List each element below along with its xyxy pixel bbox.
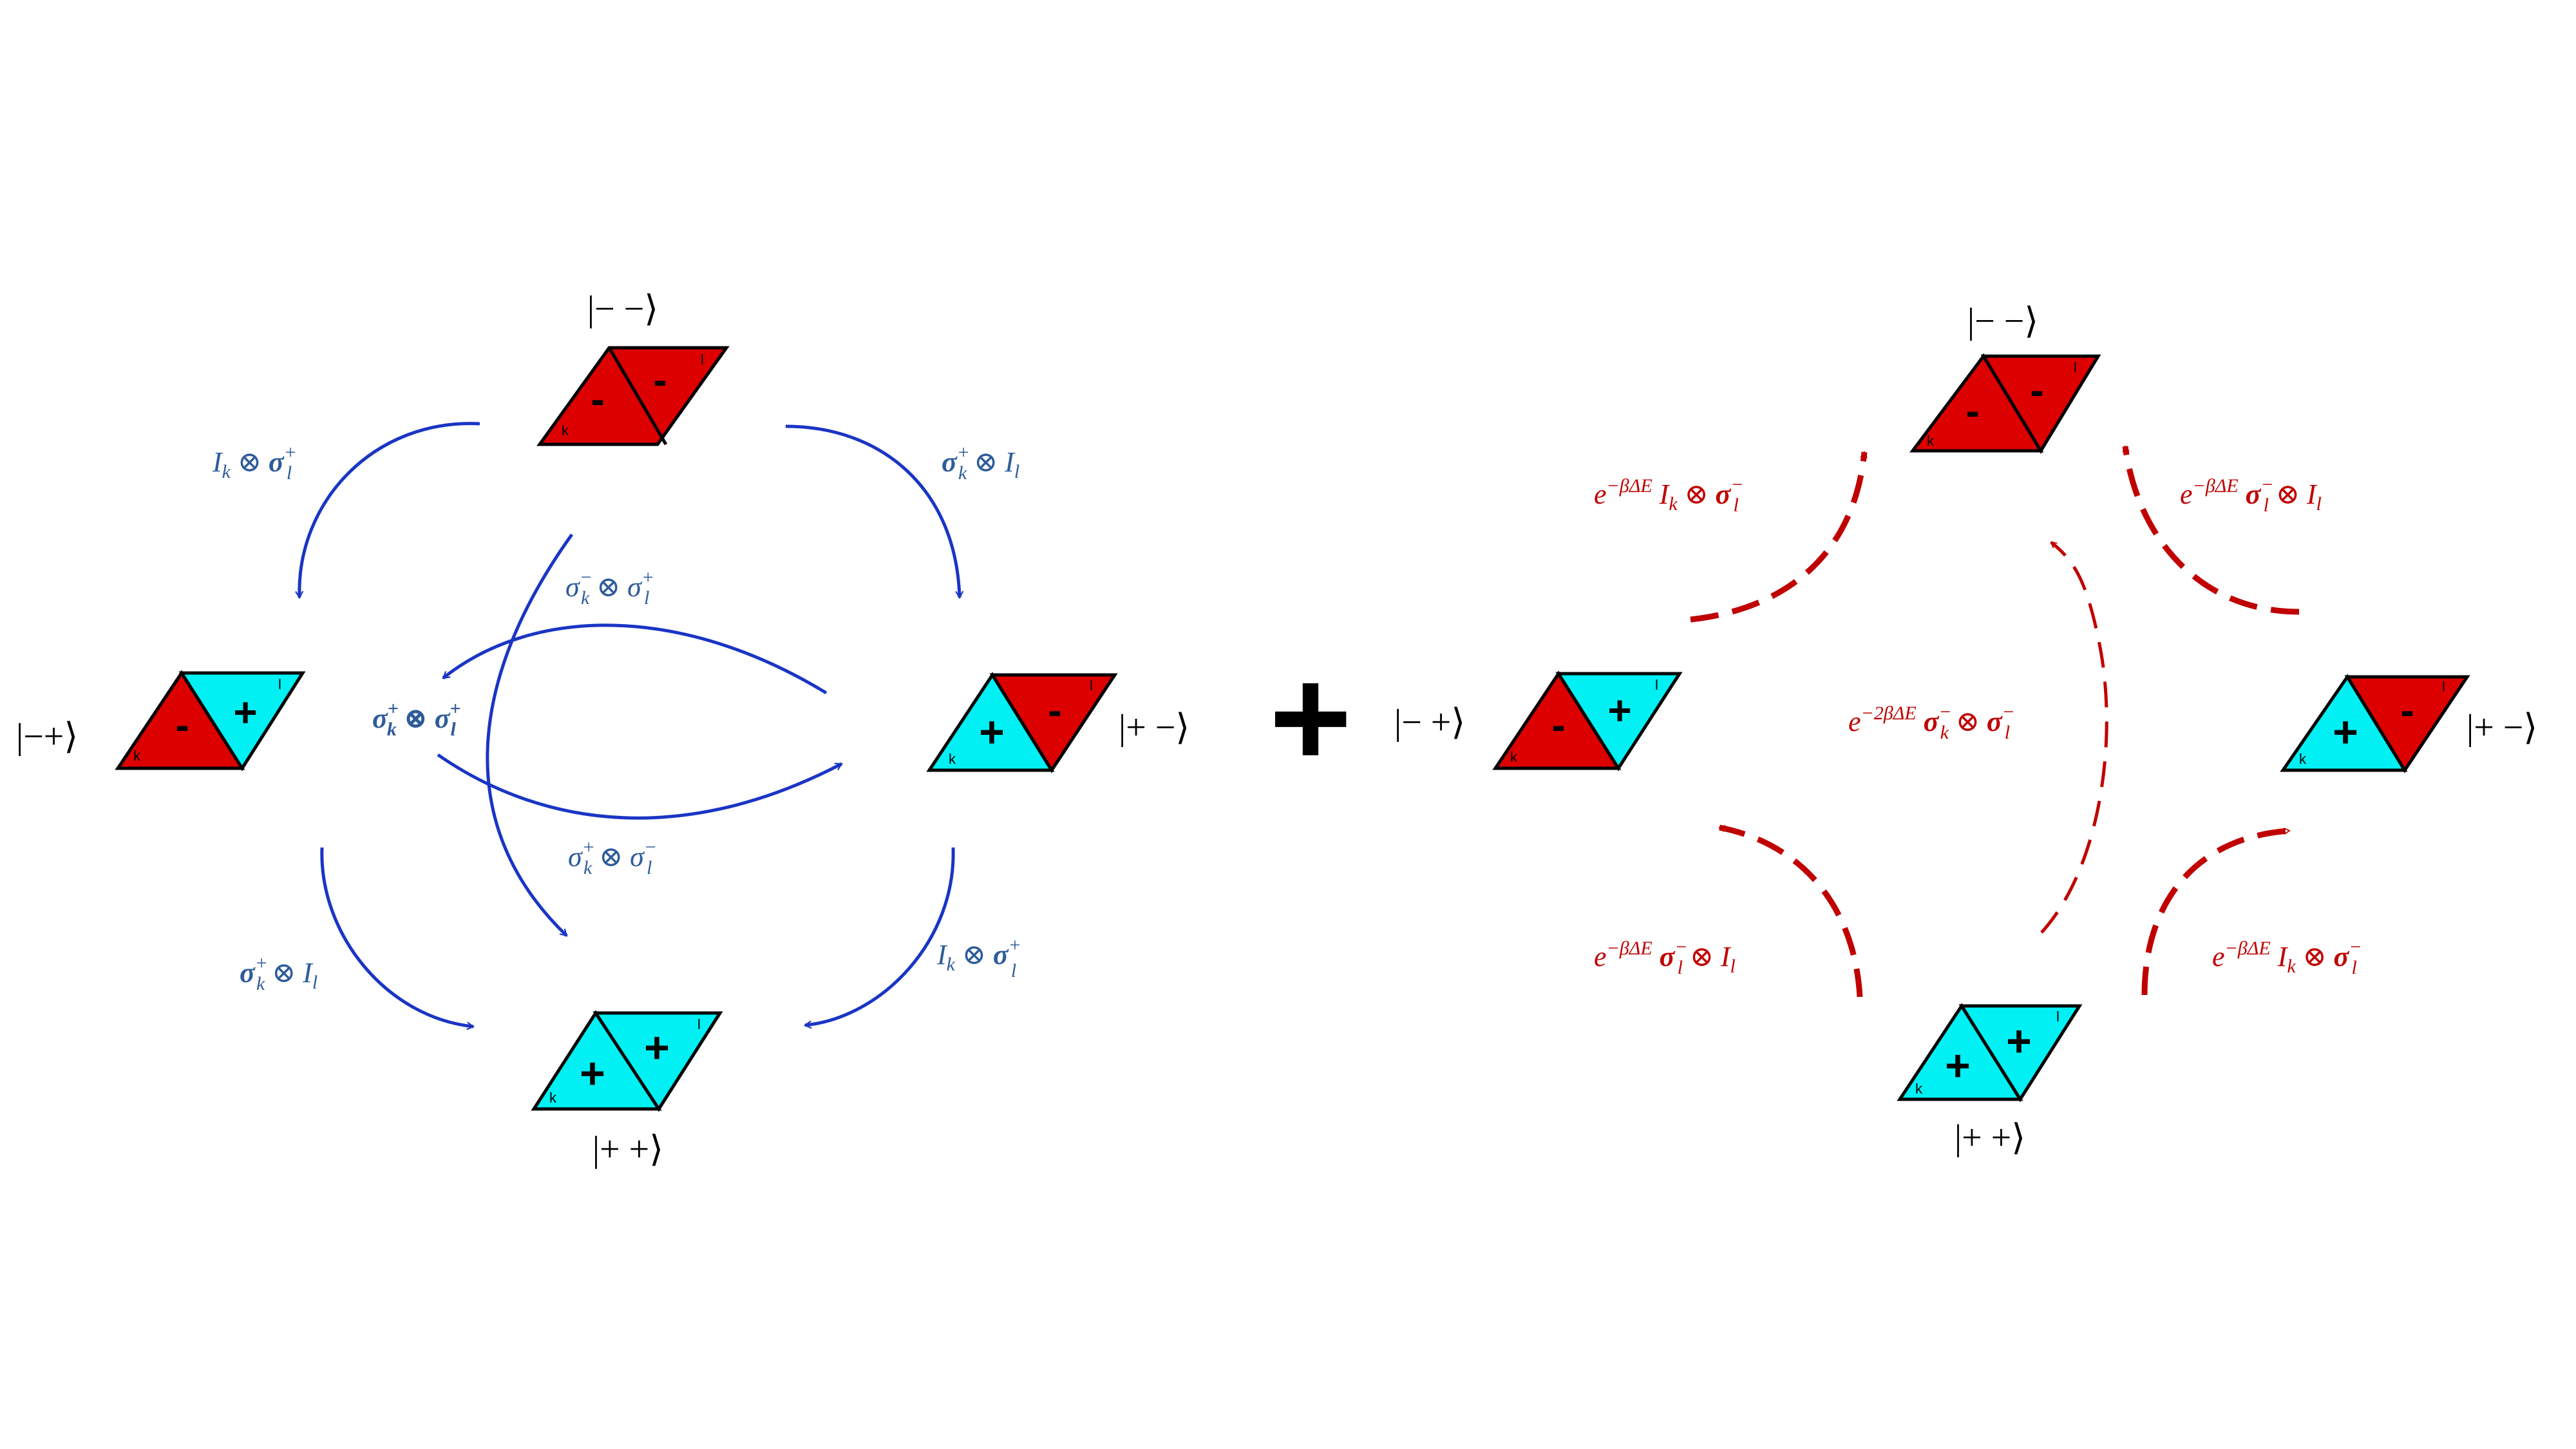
op-mp-to-mm: e−βΔE Ik ⊗ σ−l [1594, 474, 1743, 516]
op-mm-to-pp: σ+k ⊗ σ+l [372, 698, 461, 740]
site-label-k: k [133, 748, 141, 764]
sign-l: - [2400, 687, 2414, 734]
ket-pp-right: |+ +⟩ [1955, 1118, 2025, 1158]
op-mm-to-pm: σ+k ⊗ Il [942, 442, 1019, 484]
tile-k-triangle [536, 346, 730, 446]
op-pp-to-pm: e−βΔE Ik ⊗ σ−l [2212, 936, 2362, 978]
arrow-mp-to-pp [320, 847, 475, 1030]
sign-k: + [580, 1049, 605, 1098]
op-pm-to-pp: Ik ⊗ σ+l [936, 934, 1021, 981]
sign-l: - [1048, 687, 1061, 734]
ket-pm-left: |+ −⟩ [1119, 708, 1189, 748]
tile-pp-left: + + k l [531, 1010, 723, 1112]
site-label-k: k [949, 751, 956, 767]
op-mp-to-pp: σ+k ⊗ Il [240, 952, 317, 994]
op-pm-to-mm: e−βΔE σ−l ⊗ Il [2180, 474, 2322, 516]
site-label-k: k [562, 422, 569, 439]
ket-pp-left: |+ +⟩ [592, 1130, 663, 1170]
arrow-pm-to-mp [442, 623, 828, 695]
sign-l: + [2006, 1017, 2032, 1066]
arrow-pm-to-mm [2122, 445, 2300, 615]
sign-l: + [233, 689, 257, 735]
tile-mp-left: - + k l [115, 670, 306, 772]
arrow-mm-to-pm [785, 424, 964, 600]
sign-k: - [1965, 388, 1979, 434]
sign-l: + [644, 1023, 670, 1072]
site-label-l: l [1655, 677, 1658, 693]
site-label-l: l [2056, 1009, 2060, 1025]
arrow-mm-to-mp [295, 422, 480, 600]
tile-pp-right: + + k l [1897, 1003, 2083, 1103]
op-pp-to-mp: e−βΔE σ−l ⊗ Il [1594, 936, 1736, 978]
sign-k: + [979, 708, 1005, 757]
ket-pm-right: |+ −⟩ [2467, 708, 2537, 748]
sign-k: + [1945, 1041, 1971, 1090]
sign-k: - [1551, 702, 1565, 748]
tile-pm-left: + - k l [926, 672, 1118, 773]
sign-k: - [175, 702, 189, 748]
ket-mp-left: |−+⟩ [16, 717, 78, 757]
op-mm-to-mp: Ik ⊗ σ+l [212, 442, 297, 484]
site-label-l: l [2074, 359, 2077, 375]
sign-l: - [2030, 367, 2043, 413]
site-label-k: k [549, 1090, 557, 1106]
op-mp-to-pm: σ+k ⊗ σ−l [568, 837, 657, 878]
ket-mp-right: |− +⟩ [1394, 703, 1465, 743]
arrow-mp-to-mm [1690, 451, 1868, 623]
site-label-k: k [1915, 1081, 1923, 1097]
arrow-pm-to-pp [803, 847, 955, 1029]
site-label-k: k [1510, 749, 1518, 765]
tile-mm-left: - - k l [536, 346, 730, 446]
sign-k: + [2333, 708, 2358, 757]
arrow-pp-to-mm [2040, 541, 2108, 934]
arrow-pp-to-mp [1718, 824, 1863, 998]
ket-mm-right: |− −⟩ [1967, 301, 2038, 341]
op-pm-to-mp: σ−k ⊗ σ+l [565, 567, 654, 609]
tile-mp-right: - + k l [1492, 670, 1683, 772]
site-label-l: l [1090, 677, 1093, 694]
arrow-mp-to-pm [437, 753, 843, 820]
tile-pm-right: + - k l [2280, 674, 2470, 773]
red-arrows [1690, 445, 2300, 998]
blue-arrows [295, 422, 964, 1030]
arrow-mm-to-pp [486, 533, 574, 937]
site-label-k: k [1927, 433, 1935, 449]
site-label-k: k [2299, 751, 2307, 767]
site-label-l: l [697, 1016, 701, 1032]
site-label-l: l [701, 352, 704, 368]
sign-l: + [1607, 687, 1631, 734]
op-pp-to-mm: e−2βΔE σ−k ⊗ σ−l [1848, 701, 2015, 743]
tile-divider [607, 346, 668, 446]
sign-l: - [653, 357, 667, 403]
site-label-l: l [2442, 679, 2445, 695]
tile-mm-right: - - k l [1909, 353, 2101, 454]
ket-mm-left: |− −⟩ [587, 289, 658, 329]
site-label-l: l [278, 676, 281, 692]
big-plus-sign: + [1269, 638, 1352, 797]
sign-k: - [591, 376, 604, 422]
